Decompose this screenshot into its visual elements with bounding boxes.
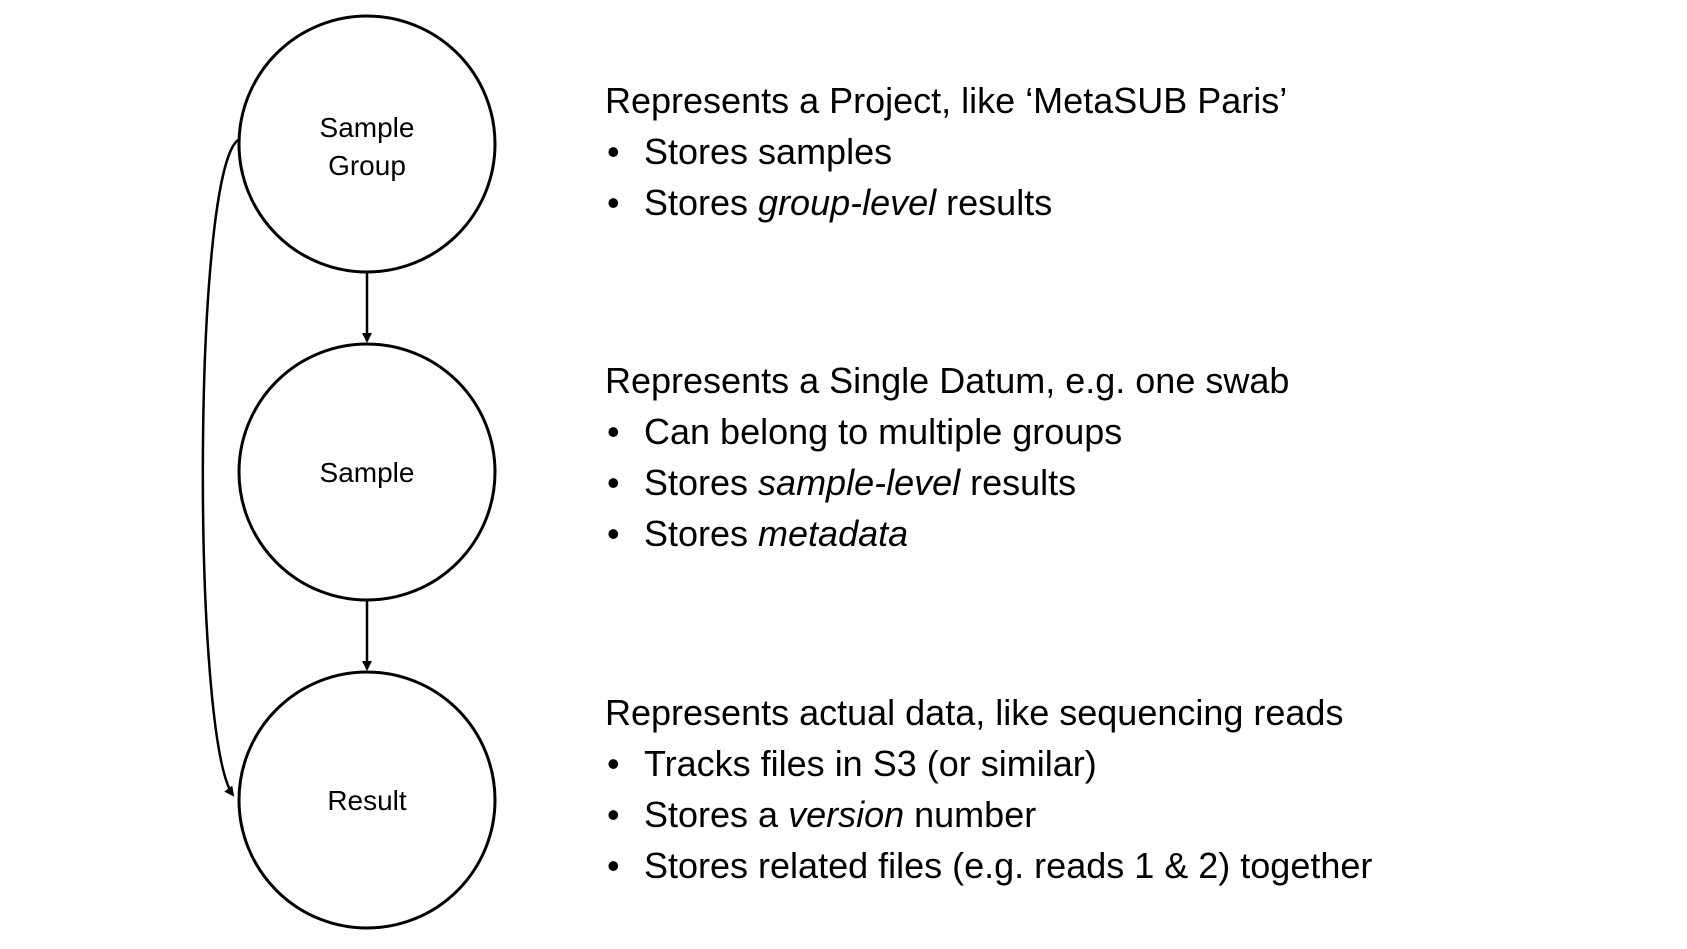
description-sample-group: Represents a Project, like ‘MetaSUB Pari…: [605, 75, 1287, 228]
bullet-text-suffix: number: [904, 794, 1037, 835]
bullet-text: Stores: [644, 513, 759, 554]
node-sample-label: Sample: [320, 457, 415, 488]
bullet-text: Stores related files (e.g. reads 1 & 2) …: [644, 845, 1373, 886]
description-sample-group-bullets: Stores samples Stores group-level result…: [605, 126, 1287, 228]
bullet-item: Tracks files in S3 (or similar): [605, 738, 1372, 789]
node-sample-group-circle: [237, 14, 497, 274]
bullet-emphasis: version: [788, 794, 905, 835]
description-result: Represents actual data, like sequencing …: [605, 687, 1372, 891]
bullet-item: Stores sample-level results: [605, 457, 1289, 508]
bullet-text-suffix: results: [936, 182, 1053, 223]
node-sample-circle: [237, 342, 497, 602]
node-result: Result: [237, 670, 497, 930]
description-sample: Represents a Single Datum, e.g. one swab…: [605, 355, 1289, 559]
description-sample-heading: Represents a Single Datum, e.g. one swab: [605, 360, 1290, 401]
bullet-text: Stores samples: [644, 131, 893, 172]
bullet-item: Can belong to multiple groups: [605, 406, 1289, 457]
bullet-item: Stores metadata: [605, 508, 1289, 559]
bullet-text: Stores: [644, 462, 759, 503]
description-result-bullets: Tracks files in S3 (or similar) Stores a…: [605, 738, 1372, 891]
bullet-item: Stores samples: [605, 126, 1287, 177]
bullet-item: Stores a version number: [605, 789, 1372, 840]
bullet-item: Stores related files (e.g. reads 1 & 2) …: [605, 840, 1372, 891]
description-sample-group-heading: Represents a Project, like ‘MetaSUB Pari…: [605, 80, 1288, 121]
bullet-text: Tracks files in S3 (or similar): [644, 743, 1097, 784]
bullet-emphasis: metadata: [758, 513, 909, 554]
bullet-text-suffix: results: [960, 462, 1077, 503]
node-sample-group-label-line2: Group: [328, 150, 406, 181]
description-result-heading: Represents actual data, like sequencing …: [605, 692, 1344, 733]
bullet-text: Can belong to multiple groups: [644, 411, 1123, 452]
edge-sample-group-to-result: [201, 139, 239, 797]
node-sample-group: Sample Group: [237, 14, 497, 274]
node-result-label: Result: [327, 785, 407, 816]
node-sample: Sample: [237, 342, 497, 602]
bullet-emphasis: group-level: [758, 182, 937, 223]
bullet-text: Stores a: [644, 794, 789, 835]
bullet-text: Stores: [644, 182, 759, 223]
bullet-item: Stores group-level results: [605, 177, 1287, 228]
description-sample-bullets: Can belong to multiple groups Stores sam…: [605, 406, 1289, 559]
bullet-emphasis: sample-level: [758, 462, 961, 503]
node-result-circle: [237, 670, 497, 930]
node-sample-group-label-line1: Sample: [320, 112, 415, 143]
